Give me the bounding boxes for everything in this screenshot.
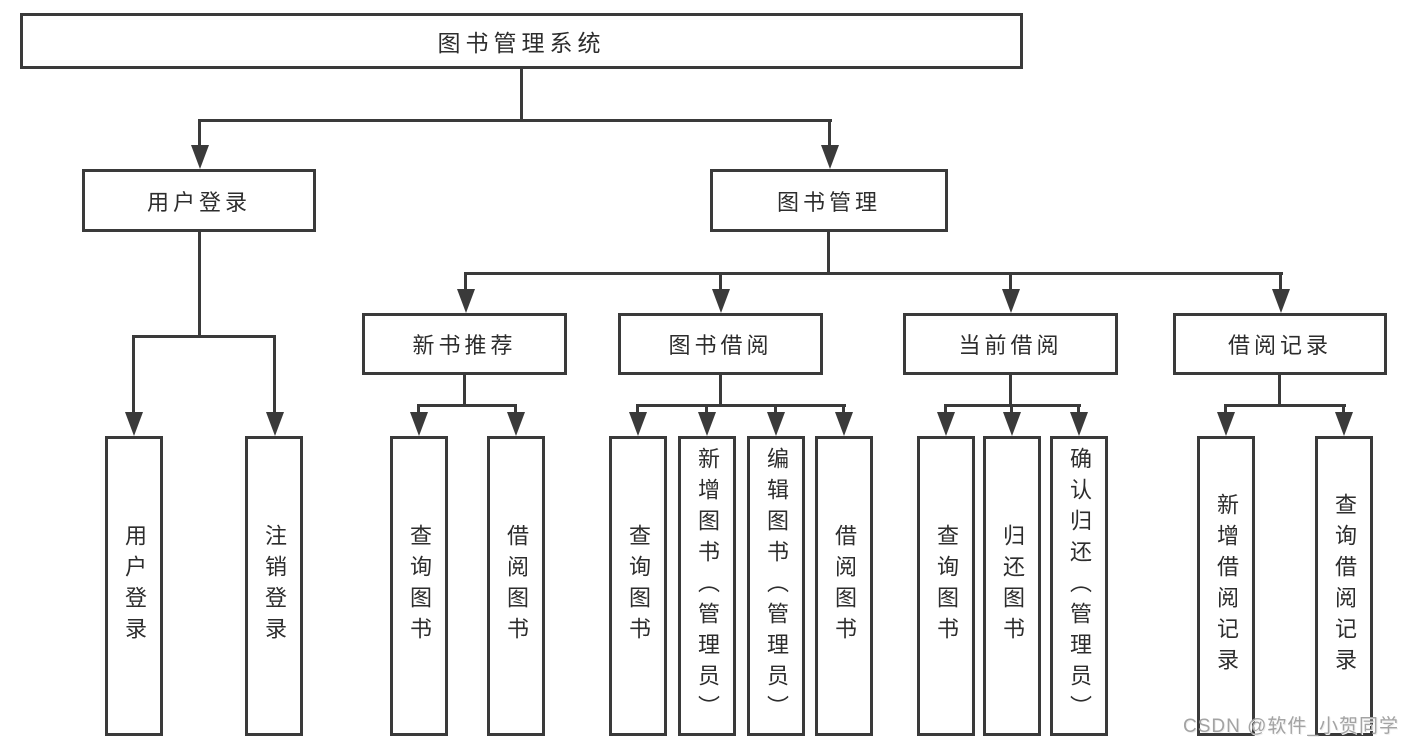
connector-line <box>198 232 201 335</box>
node-label: 编辑图书（管理员） <box>764 446 789 726</box>
arrowhead-down-icon <box>767 412 785 436</box>
node-label: 查询图书 <box>407 524 432 648</box>
connector-line <box>842 404 845 415</box>
connector-line <box>636 404 639 415</box>
arrowhead-down-icon <box>1070 412 1088 436</box>
node-label: 借阅记录 <box>1227 333 1332 358</box>
node-label: 新增借阅记录 <box>1214 493 1239 679</box>
connector-line <box>1342 404 1345 415</box>
node-label: 图书管理系统 <box>437 30 606 56</box>
arrowhead-down-icon <box>125 412 143 436</box>
leaf-query-books-3: 查询图书 <box>917 436 975 736</box>
connector-line <box>1224 404 1227 415</box>
node-label: 用户登录 <box>146 189 251 215</box>
node-label: 新书推荐 <box>412 333 517 358</box>
watermark: CSDN @软件_小贺同学 <box>1183 716 1399 737</box>
leaf-logout: 注销登录 <box>245 436 303 736</box>
arrowhead-down-icon <box>191 145 209 169</box>
node-user-login-branch: 用户登录 <box>82 169 316 232</box>
leaf-query-books-1: 查询图书 <box>390 436 448 736</box>
connector-line <box>198 119 832 122</box>
leaf-edit-books-admin: 编辑图书（管理员） <box>747 436 805 736</box>
connector-line <box>1278 375 1281 406</box>
connector-line <box>719 375 722 406</box>
arrowhead-down-icon <box>1002 289 1020 313</box>
arrowhead-down-icon <box>1272 289 1290 313</box>
connector-line <box>463 375 466 406</box>
leaf-query-books-2: 查询图书 <box>609 436 667 736</box>
node-label: 借阅图书 <box>504 524 529 648</box>
leaf-query-borrow-record: 查询借阅记录 <box>1315 436 1373 736</box>
connector-line <box>774 404 777 415</box>
node-label: 归还图书 <box>1000 524 1025 648</box>
connector-line <box>464 272 1283 275</box>
arrowhead-down-icon <box>507 412 525 436</box>
leaf-borrow-books-1: 借阅图书 <box>487 436 545 736</box>
connector-line <box>1010 404 1013 415</box>
connector-line <box>1077 404 1080 415</box>
node-label: 确认归还（管理员） <box>1067 446 1092 726</box>
arrowhead-down-icon <box>937 412 955 436</box>
node-current-borrowing: 当前借阅 <box>903 313 1118 375</box>
arrowhead-down-icon <box>1335 412 1353 436</box>
connector-line <box>719 272 722 292</box>
leaf-confirm-return-admin: 确认归还（管理员） <box>1050 436 1108 736</box>
arrowhead-down-icon <box>266 412 284 436</box>
node-borrow-records: 借阅记录 <box>1173 313 1387 375</box>
node-book-borrowing: 图书借阅 <box>618 313 823 375</box>
arrowhead-down-icon <box>629 412 647 436</box>
arrowhead-down-icon <box>712 289 730 313</box>
leaf-add-borrow-record: 新增借阅记录 <box>1197 436 1255 736</box>
connector-line <box>827 232 830 273</box>
connector-line <box>828 119 831 147</box>
node-new-book-recommend: 新书推荐 <box>362 313 567 375</box>
node-root-system: 图书管理系统 <box>20 13 1023 69</box>
node-book-management-branch: 图书管理 <box>710 169 948 232</box>
arrowhead-down-icon <box>410 412 428 436</box>
connector-line <box>1009 272 1012 292</box>
connector-line <box>417 404 420 415</box>
arrowhead-down-icon <box>821 145 839 169</box>
leaf-user-login: 用户登录 <box>105 436 163 736</box>
node-label: 查询图书 <box>626 524 651 648</box>
node-label: 查询借阅记录 <box>1332 493 1357 679</box>
connector-line <box>273 335 276 414</box>
node-label: 借阅图书 <box>832 524 857 648</box>
connector-line <box>944 404 947 415</box>
leaf-return-books: 归还图书 <box>983 436 1041 736</box>
node-label: 新增图书（管理员） <box>695 446 720 726</box>
connector-line <box>464 272 467 292</box>
leaf-add-books-admin: 新增图书（管理员） <box>678 436 736 736</box>
node-label: 当前借阅 <box>958 333 1063 358</box>
leaf-borrow-books-2: 借阅图书 <box>815 436 873 736</box>
connector-line <box>514 404 517 415</box>
connector-line <box>636 404 846 407</box>
connector-line <box>417 404 517 407</box>
node-label: 查询图书 <box>934 524 959 648</box>
arrowhead-down-icon <box>1217 412 1235 436</box>
connector-line <box>1009 375 1012 406</box>
connector-line <box>1224 404 1346 407</box>
arrowhead-down-icon <box>1003 412 1021 436</box>
node-label: 用户登录 <box>122 524 147 648</box>
connector-line <box>1279 272 1282 292</box>
arrowhead-down-icon <box>698 412 716 436</box>
node-label: 图书管理 <box>776 189 881 215</box>
node-label: 图书借阅 <box>668 333 773 358</box>
node-label: 注销登录 <box>262 524 287 648</box>
connector-line <box>132 335 135 414</box>
connector-line <box>132 335 276 338</box>
connector-line <box>198 119 201 147</box>
connector-line <box>705 404 708 415</box>
arrowhead-down-icon <box>835 412 853 436</box>
connector-line <box>520 69 523 119</box>
arrowhead-down-icon <box>457 289 475 313</box>
